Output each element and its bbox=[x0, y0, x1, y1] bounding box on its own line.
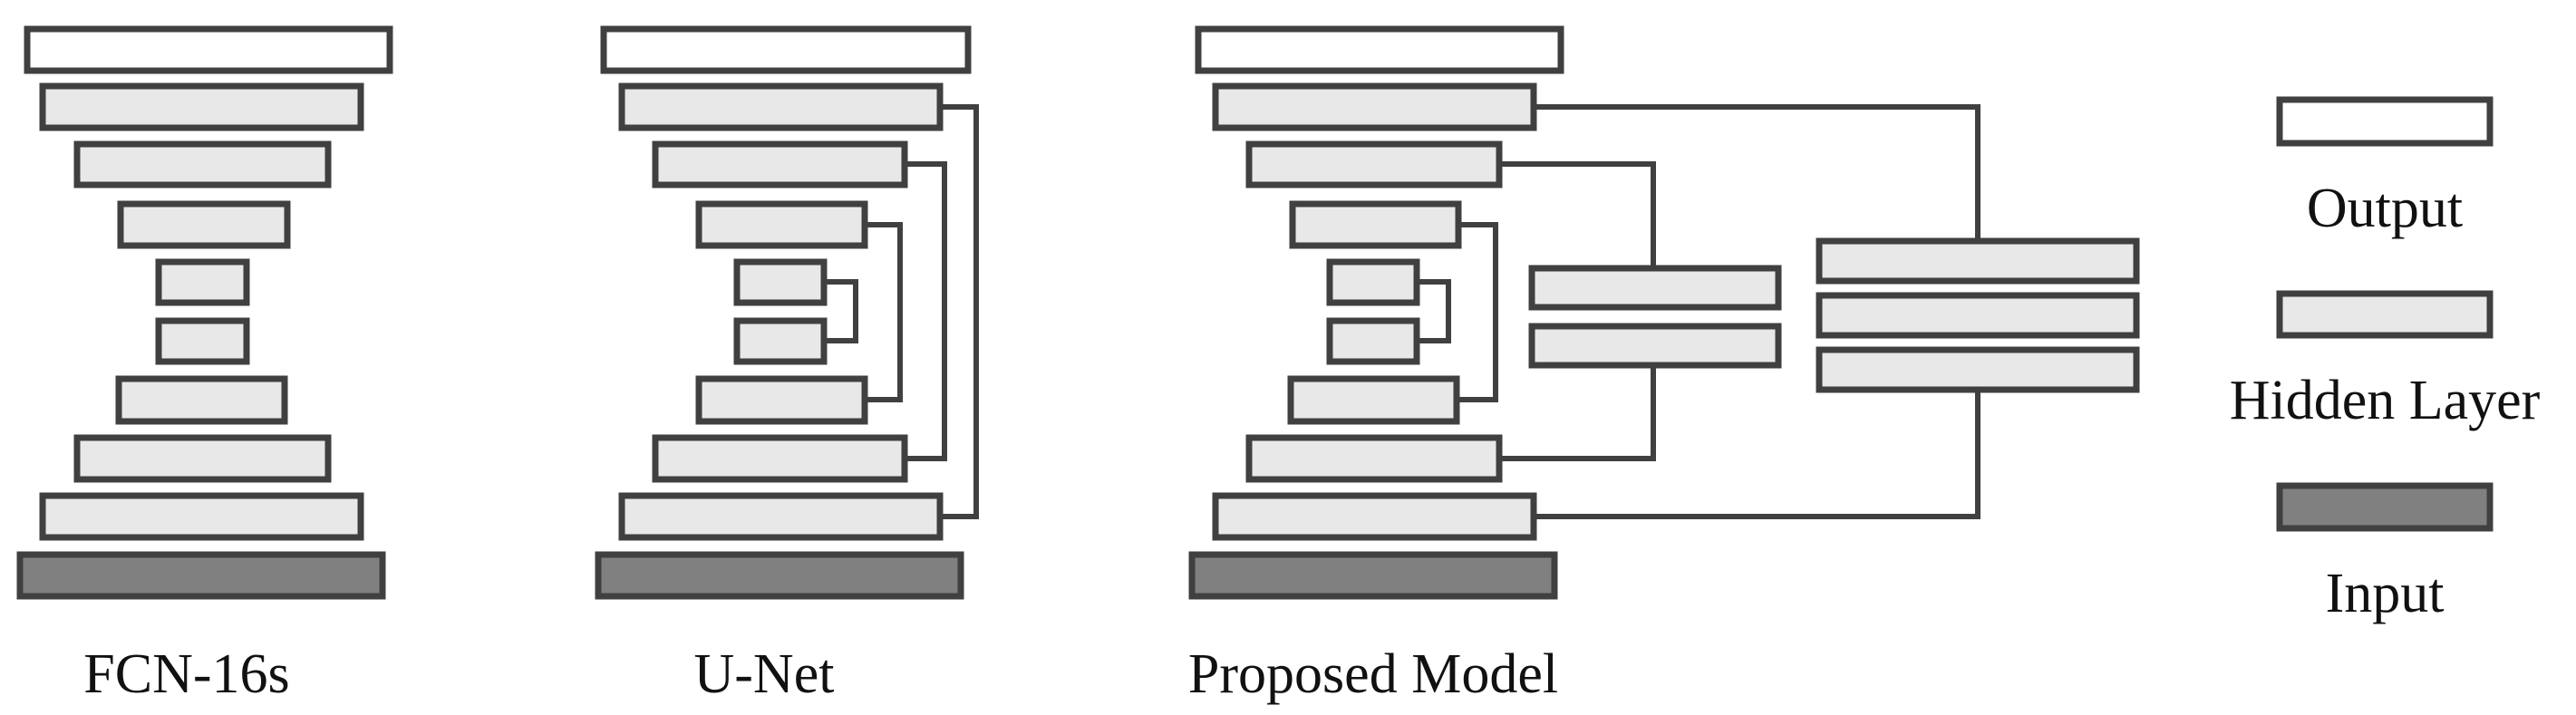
fcn16s-hidden-layer bbox=[39, 82, 364, 131]
unet-hidden-layer bbox=[618, 82, 944, 131]
unet-hidden-layer bbox=[652, 434, 908, 483]
proposed-hidden-layer bbox=[1289, 200, 1462, 249]
unet-skip-connection bbox=[905, 161, 947, 461]
unet-skip-connection bbox=[824, 279, 858, 343]
proposed-hidden-layer bbox=[1326, 317, 1420, 365]
proposed-skip-connection bbox=[1499, 365, 1656, 461]
proposed-network bbox=[1188, 25, 2140, 600]
unet-hidden-layer bbox=[618, 492, 944, 541]
proposed-skip-connection bbox=[1457, 222, 1498, 402]
unet-network bbox=[595, 25, 979, 600]
proposed-output-layer bbox=[1195, 25, 1564, 74]
legend-output-swatch bbox=[2276, 96, 2494, 147]
fcn16s-hidden-layer bbox=[155, 317, 250, 365]
legend-hidden-label: Hidden Layer bbox=[2230, 370, 2541, 431]
model-label-unet: U-Net bbox=[694, 643, 835, 705]
legend: Output Hidden Layer Input bbox=[2230, 96, 2541, 624]
unet-skip-connection bbox=[940, 104, 979, 519]
model-label-fcn16s: FCN-16s bbox=[83, 643, 289, 705]
proposed-skip-connection bbox=[1534, 390, 1980, 519]
proposed-aggregation-layer bbox=[1528, 323, 1782, 369]
legend-input-label: Input bbox=[2326, 563, 2445, 624]
proposed-hidden-layer bbox=[1287, 375, 1460, 425]
fcn16s-input-layer bbox=[16, 551, 386, 600]
legend-input-swatch bbox=[2276, 482, 2494, 532]
proposed-skip-connection bbox=[1417, 279, 1451, 343]
fcn16s-output-layer bbox=[24, 25, 393, 74]
proposed-hidden-layer bbox=[1245, 140, 1503, 188]
proposed-aggregation-layer bbox=[1816, 292, 2140, 339]
fcn16s-hidden-layer bbox=[39, 492, 364, 541]
unet-output-layer bbox=[600, 25, 972, 74]
proposed-hidden-layer bbox=[1326, 258, 1420, 306]
proposed-aggregation-layer bbox=[1528, 265, 1782, 311]
unet-skip-connection bbox=[865, 222, 903, 402]
fcn16s-hidden-layer bbox=[155, 258, 250, 306]
unet-input-layer bbox=[595, 551, 964, 600]
unet-hidden-layer bbox=[695, 200, 868, 249]
fcn16s-hidden-layer bbox=[117, 200, 291, 249]
unet-hidden-layer bbox=[733, 258, 828, 306]
proposed-aggregation-layer bbox=[1816, 237, 2140, 285]
fcn16s-network bbox=[16, 25, 393, 600]
proposed-skip-connection bbox=[1499, 161, 1656, 268]
fcn16s-hidden-layer bbox=[73, 434, 332, 483]
fcn16s-hidden-layer bbox=[73, 140, 332, 188]
unet-hidden-layer bbox=[652, 140, 908, 188]
fcn16s-hidden-layer bbox=[115, 375, 288, 425]
unet-hidden-layer bbox=[733, 317, 828, 365]
proposed-input-layer bbox=[1188, 551, 1558, 600]
proposed-hidden-layer bbox=[1212, 492, 1537, 541]
proposed-hidden-layer bbox=[1245, 434, 1503, 483]
proposed-hidden-layer bbox=[1212, 82, 1537, 131]
legend-hidden-swatch bbox=[2276, 290, 2494, 339]
legend-output-label: Output bbox=[2307, 178, 2463, 239]
proposed-skip-connection bbox=[1534, 104, 1980, 241]
proposed-aggregation-layer bbox=[1816, 346, 2140, 393]
unet-hidden-layer bbox=[695, 375, 868, 425]
model-label-proposed: Proposed Model bbox=[1188, 643, 1558, 705]
